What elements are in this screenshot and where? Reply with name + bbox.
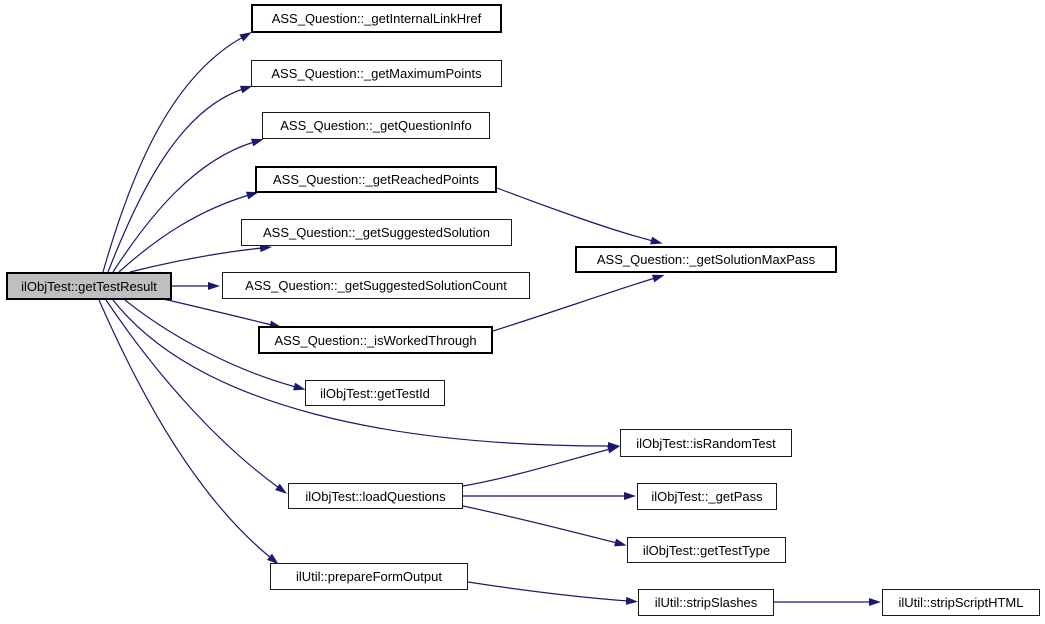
node-get-reached-points[interactable]: ASS_Question::_getReachedPoints bbox=[255, 166, 497, 193]
edge-gettestresult-to-getinternallinkhref bbox=[102, 32, 252, 273]
edge-isworkedthrough-to-getsolutionmaxpass bbox=[492, 274, 665, 332]
node-prepare-form-output[interactable]: ilUtil::prepareFormOutput bbox=[270, 563, 468, 590]
edge-gettestresult-to-loadquestions bbox=[105, 299, 288, 494]
node-get-suggested-solution-count[interactable]: ASS_Question::_getSuggestedSolutionCount bbox=[222, 272, 530, 299]
node-strip-script-html[interactable]: ilUtil::stripScriptHTML bbox=[882, 589, 1040, 616]
node-get-test-result: ilObjTest::getTestResult bbox=[6, 272, 172, 300]
edge-loadquestions-to-israndomtest bbox=[462, 445, 620, 487]
node-strip-slashes[interactable]: ilUtil::stripSlashes bbox=[638, 589, 774, 616]
node-get-pass[interactable]: ilObjTest::_getPass bbox=[637, 483, 777, 510]
node-get-test-id[interactable]: ilObjTest::getTestId bbox=[305, 380, 445, 406]
edge-gettestresult-to-gettestid bbox=[124, 299, 306, 391]
node-is-random-test[interactable]: ilObjTest::isRandomTest bbox=[620, 429, 792, 457]
edge-gettestresult-to-getreachedpoints bbox=[118, 191, 259, 273]
edge-getreachedpoints-to-getsolutionmaxpass bbox=[496, 187, 663, 245]
edge-loadquestions-to-gettesttype bbox=[462, 505, 627, 547]
edge-gettestresult-to-isworkedthrough bbox=[149, 295, 282, 329]
edge-gettestresult-to-getsuggestedsolution bbox=[129, 244, 272, 273]
edge-gettestresult-to-getmaximumpoints bbox=[107, 85, 253, 273]
node-get-internal-link-href[interactable]: ASS_Question::_getInternalLinkHref bbox=[251, 4, 502, 33]
node-get-test-type[interactable]: ilObjTest::getTestType bbox=[627, 537, 786, 563]
node-get-maximum-points[interactable]: ASS_Question::_getMaximumPoints bbox=[251, 60, 502, 87]
edge-gettestresult-to-getquestioninfo bbox=[112, 138, 264, 273]
node-get-suggested-solution[interactable]: ASS_Question::_getSuggestedSolution bbox=[241, 219, 512, 246]
node-load-questions[interactable]: ilObjTest::loadQuestions bbox=[288, 483, 463, 509]
node-get-question-info[interactable]: ASS_Question::_getQuestionInfo bbox=[262, 112, 490, 139]
edge-gettestresult-to-israndomtest bbox=[112, 299, 620, 450]
edge-prepareformoutput-to-stripslashes bbox=[467, 581, 638, 605]
node-is-worked-through[interactable]: ASS_Question::_isWorkedThrough bbox=[258, 326, 493, 354]
node-get-solution-max-pass[interactable]: ASS_Question::_getSolutionMaxPass bbox=[575, 246, 837, 273]
edge-gettestresult-to-prepareformoutput bbox=[98, 299, 279, 565]
